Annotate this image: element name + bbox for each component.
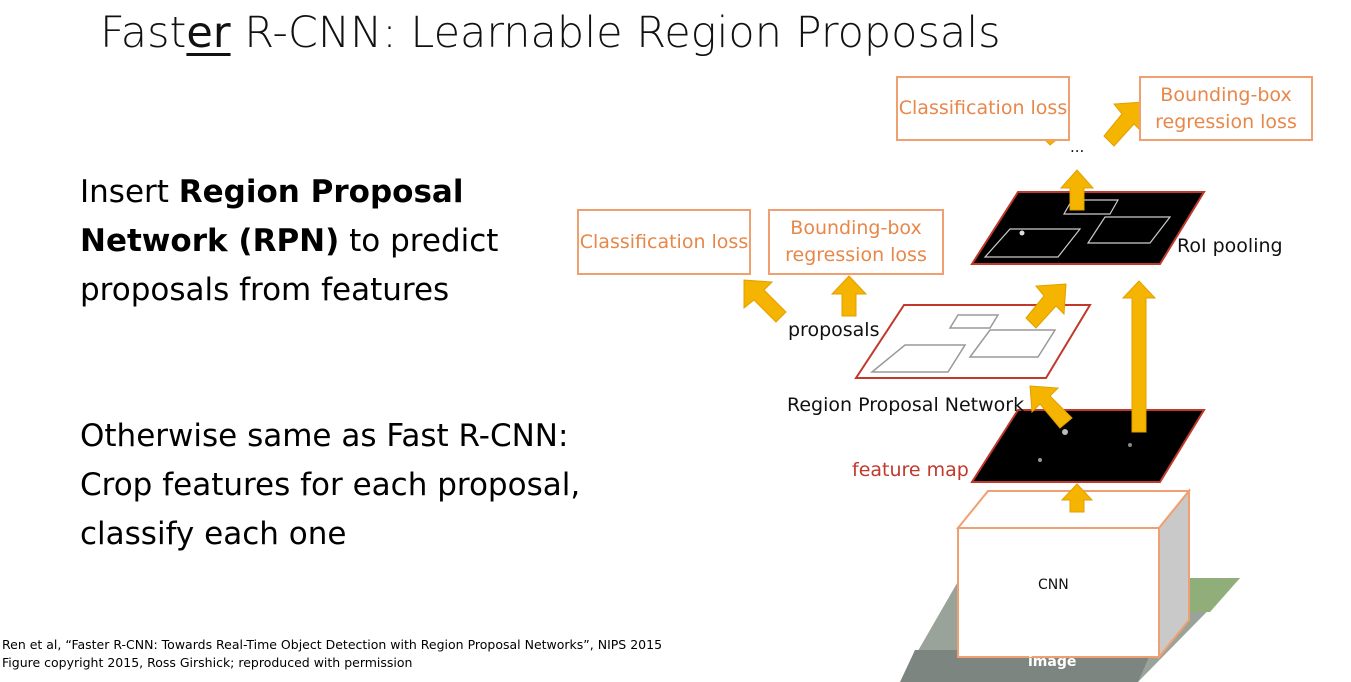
top-bbox-loss-box: Bounding-box regression loss <box>1139 76 1313 141</box>
rpn-classification-loss-box: Classification loss <box>577 209 751 275</box>
feature-map-plane <box>972 410 1204 482</box>
proposals-plane <box>856 305 1090 378</box>
proposals-label: proposals <box>788 319 879 341</box>
rpn-label: Region Proposal Network <box>787 394 1024 416</box>
top-classification-loss-box: Classification loss <box>896 76 1070 141</box>
roi-pooling-plane <box>972 192 1204 264</box>
rpn-bbox-loss-box: Bounding-box regression loss <box>768 209 944 275</box>
roi-pooling-label: RoI pooling <box>1177 235 1283 257</box>
ellipsis-label: ... <box>1070 138 1084 156</box>
arrow-rpn-to-bbox-loss <box>832 276 866 316</box>
cnn-box <box>958 491 1189 657</box>
arrow-rpn-to-class-loss <box>744 280 786 322</box>
image-label: image <box>1028 654 1076 670</box>
feature-map-label: feature map <box>852 459 969 481</box>
arrow-top-bbox-loss <box>1104 102 1144 146</box>
cnn-label: CNN <box>1038 577 1069 593</box>
